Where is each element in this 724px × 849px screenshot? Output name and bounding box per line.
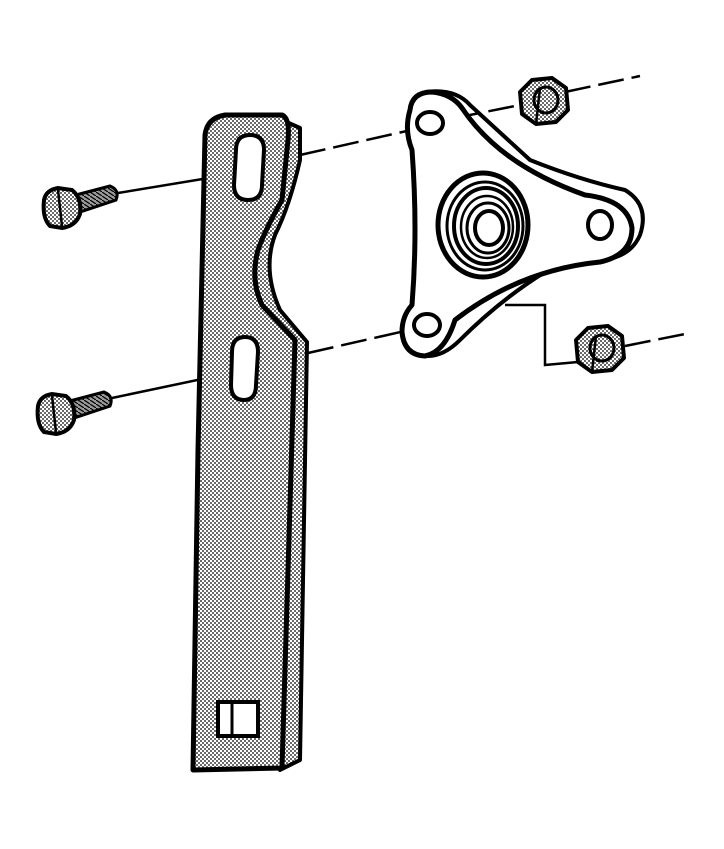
guide-line-lower-dashed [307, 326, 419, 355]
bracket-arm-upper-slot [231, 132, 267, 203]
bolt-upper-head [41, 185, 83, 231]
pulley-bore [473, 209, 505, 247]
bracket-arm-square-hole [216, 700, 260, 738]
pulley-icon [435, 170, 531, 280]
bracket-arm-lower-slot [228, 334, 261, 403]
nut-icon [518, 76, 570, 126]
guide-line-lower-nut-elbow [505, 303, 579, 367]
guide-line-upper-dashed [299, 126, 421, 157]
nut-icon [574, 324, 626, 374]
nut-upper-face [532, 85, 560, 115]
bracket-arm-front [190, 112, 298, 773]
plate-hole-right [586, 209, 614, 241]
bolt-lower-head-flat [50, 395, 58, 433]
bolt-icon [41, 184, 119, 231]
pulley-ring-5 [465, 201, 511, 255]
plate-hole-top [415, 110, 445, 136]
nut-lower-body [574, 324, 626, 374]
pulley-ring-4 [459, 194, 515, 260]
nut-lower-face [588, 333, 616, 363]
bolt-upper-head-flat [56, 189, 64, 227]
nut-upper-body [518, 76, 570, 126]
bracket-arm-icon [190, 112, 309, 773]
guide-line-upper-nut-out [564, 74, 641, 94]
bolt-lower-threads [63, 390, 113, 420]
bolt-lower-head [35, 391, 77, 437]
pulley-ring-3 [452, 186, 520, 266]
nut-lower-edge [590, 335, 598, 373]
guide-line-lower-nut-out [624, 331, 691, 348]
bolt-icon [35, 390, 113, 437]
nut-upper-edge [534, 87, 542, 125]
plate-edge [419, 89, 645, 358]
bolt-upper-threads [69, 184, 119, 214]
plate-hole-bottom [412, 312, 442, 338]
pulley-ring-2 [445, 180, 525, 272]
